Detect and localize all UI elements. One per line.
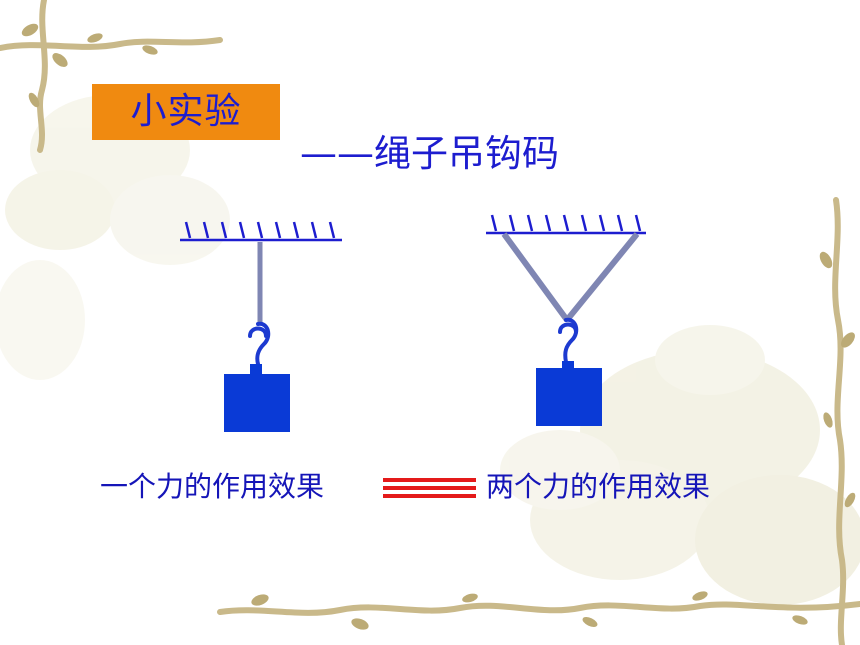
vine-border-right — [832, 197, 847, 645]
vine-leaves-right — [819, 251, 856, 508]
hatched-ceiling-icon — [486, 214, 646, 235]
vine-leaves-top-left — [21, 23, 158, 108]
slide-subtitle: ——绳子吊钩码 — [300, 132, 559, 175]
weight-block-icon — [536, 368, 602, 426]
title-badge: 小实验 — [92, 84, 280, 140]
caption-one-force: 一个力的作用效果 — [100, 470, 325, 503]
hook-icon — [563, 317, 579, 364]
weight-block-icon — [562, 361, 574, 371]
title-badge-label: 小实验 — [130, 91, 242, 132]
hook-icon — [558, 322, 578, 334]
rope-left — [501, 232, 570, 322]
vine-border-top-left — [0, 0, 223, 153]
hatched-ceiling-icon — [180, 221, 342, 242]
weight-block-icon — [224, 374, 290, 432]
vine-leaves-bottom — [251, 591, 808, 630]
caption-two-forces: 两个力的作用效果 — [486, 470, 711, 503]
equivalence-icon — [383, 478, 476, 498]
weight-block-icon — [250, 364, 262, 376]
hook-icon — [248, 326, 268, 338]
vine-border-bottom — [217, 601, 860, 616]
hook-icon — [255, 321, 271, 366]
flower-watermark-bottom-right — [500, 325, 860, 605]
rope-right — [564, 232, 640, 322]
